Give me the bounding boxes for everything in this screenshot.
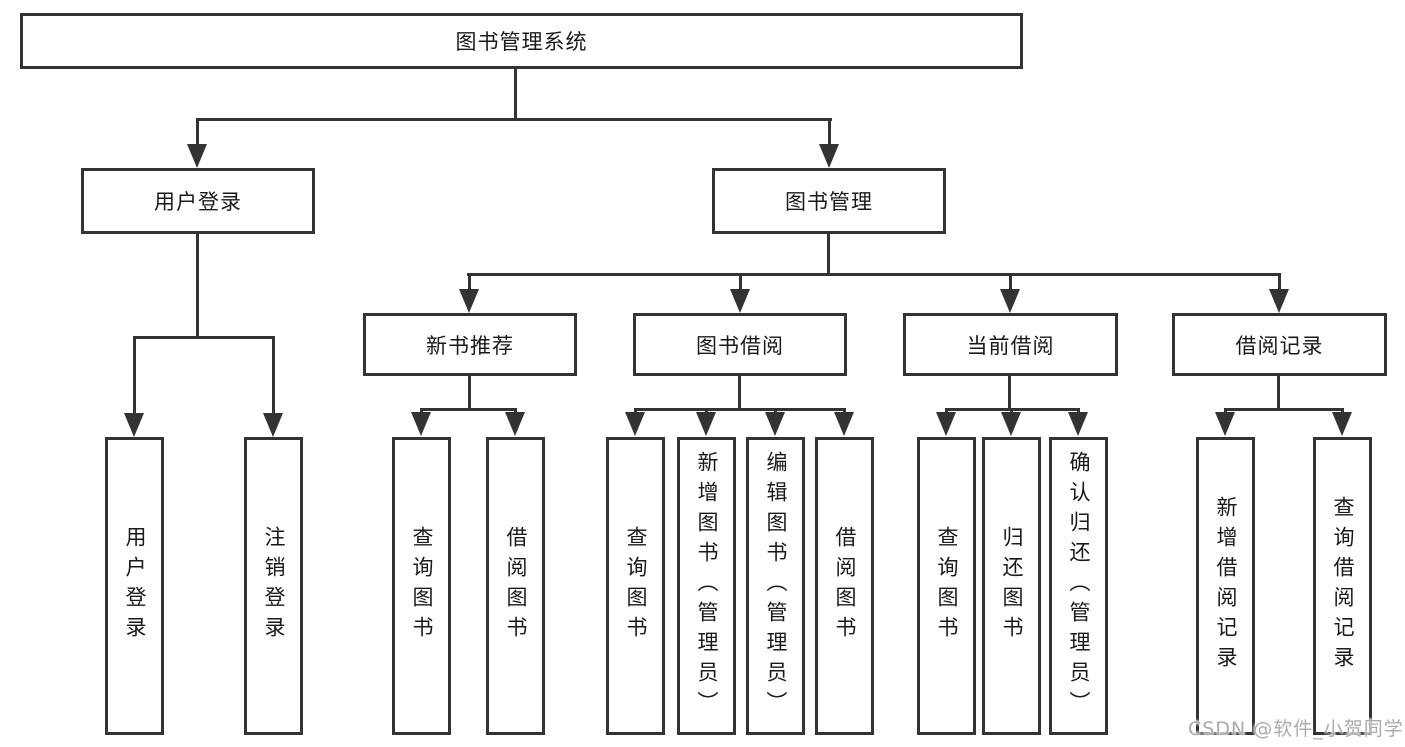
connector-vline bbox=[1008, 373, 1011, 410]
connector-vline bbox=[468, 373, 471, 410]
connector-vline bbox=[196, 231, 199, 338]
arrowhead-icon bbox=[1215, 412, 1235, 436]
connector-vline bbox=[514, 66, 517, 121]
arrowhead-icon bbox=[936, 412, 956, 436]
leaf-label: 新增借阅记录 bbox=[1214, 496, 1238, 676]
arrowhead-icon bbox=[505, 412, 525, 436]
connector-vline bbox=[1278, 275, 1281, 291]
connector-hline bbox=[634, 408, 846, 411]
leaf-query-borrow-record: 查询借阅记录 bbox=[1313, 437, 1372, 735]
leaf-label: 归还图书 bbox=[1000, 526, 1024, 646]
connector-vline bbox=[828, 120, 831, 148]
leaf-label: 查询图书 bbox=[624, 526, 648, 646]
connector-hline bbox=[133, 336, 275, 339]
arrowhead-icon bbox=[1269, 289, 1289, 313]
leaf-label: 查询图书 bbox=[935, 526, 959, 646]
connector-hline bbox=[196, 118, 832, 121]
arrowhead-icon bbox=[1332, 412, 1352, 436]
node-current-borrowing: 当前借阅 bbox=[903, 313, 1118, 376]
node-user-login: 用户登录 bbox=[81, 168, 315, 234]
node-borrowing-records: 借阅记录 bbox=[1172, 313, 1387, 376]
connector-vline bbox=[133, 338, 136, 414]
watermark-text: CSDN @软件_小贺同学 bbox=[1188, 718, 1404, 740]
connector-vline bbox=[196, 120, 199, 148]
node-book-management: 图书管理 bbox=[712, 168, 946, 234]
arrowhead-icon bbox=[834, 412, 854, 436]
leaf-label: 查询图书 bbox=[410, 526, 434, 646]
connector-vline bbox=[738, 373, 741, 410]
leaf-query-books-borrow: 查询图书 bbox=[606, 437, 665, 735]
leaf-add-borrow-record: 新增借阅记录 bbox=[1196, 437, 1255, 735]
leaf-logout: 注销登录 bbox=[244, 437, 303, 735]
leaf-label: 借阅图书 bbox=[504, 526, 528, 646]
connector-vline bbox=[1277, 375, 1280, 410]
connector-vline bbox=[1009, 275, 1012, 291]
arrowhead-icon bbox=[696, 412, 716, 436]
connector-hline bbox=[945, 408, 1080, 411]
arrowhead-icon bbox=[411, 412, 431, 436]
connector-hline bbox=[1224, 408, 1344, 411]
leaf-label: 注销登录 bbox=[262, 526, 286, 646]
arrowhead-icon bbox=[819, 144, 839, 168]
leaf-label: 用户登录 bbox=[123, 526, 147, 646]
arrowhead-icon bbox=[1068, 412, 1088, 436]
arrowhead-icon bbox=[459, 289, 479, 313]
arrowhead-icon bbox=[263, 413, 283, 437]
leaf-user-login: 用户登录 bbox=[105, 437, 164, 735]
connector-hline bbox=[420, 408, 517, 411]
arrowhead-icon bbox=[124, 413, 144, 437]
leaf-query-books-recommend: 查询图书 bbox=[392, 437, 451, 735]
leaf-edit-books-admin: 编辑图书（管理员） bbox=[746, 437, 805, 735]
leaf-query-books-current: 查询图书 bbox=[917, 437, 976, 735]
arrowhead-icon bbox=[765, 412, 785, 436]
arrowhead-icon bbox=[1001, 412, 1021, 436]
arrowhead-icon bbox=[730, 289, 750, 313]
connector-vline bbox=[739, 275, 742, 291]
arrowhead-icon bbox=[625, 412, 645, 436]
node-book-borrowing: 图书借阅 bbox=[633, 313, 847, 376]
leaf-label: 新增图书（管理员） bbox=[695, 451, 719, 721]
connector-hline bbox=[467, 273, 1281, 276]
arrowhead-icon bbox=[187, 144, 207, 168]
leaf-borrow-books-recommend: 借阅图书 bbox=[486, 437, 545, 735]
node-new-book-recommendation: 新书推荐 bbox=[363, 313, 577, 376]
leaf-label: 借阅图书 bbox=[833, 526, 857, 646]
leaf-borrow-books-borrow: 借阅图书 bbox=[815, 437, 874, 735]
node-library-management-system: 图书管理系统 bbox=[20, 13, 1023, 69]
leaf-label: 查询借阅记录 bbox=[1331, 496, 1355, 676]
connector-vline bbox=[827, 231, 830, 275]
leaf-return-books: 归还图书 bbox=[982, 437, 1041, 735]
connector-vline bbox=[468, 275, 471, 291]
leaf-add-books-admin: 新增图书（管理员） bbox=[677, 437, 736, 735]
arrowhead-icon bbox=[1000, 289, 1020, 313]
leaf-confirm-return-admin: 确认归还（管理员） bbox=[1049, 437, 1108, 735]
connector-vline bbox=[272, 338, 275, 414]
leaf-label: 编辑图书（管理员） bbox=[764, 451, 788, 721]
leaf-label: 确认归还（管理员） bbox=[1067, 451, 1091, 721]
